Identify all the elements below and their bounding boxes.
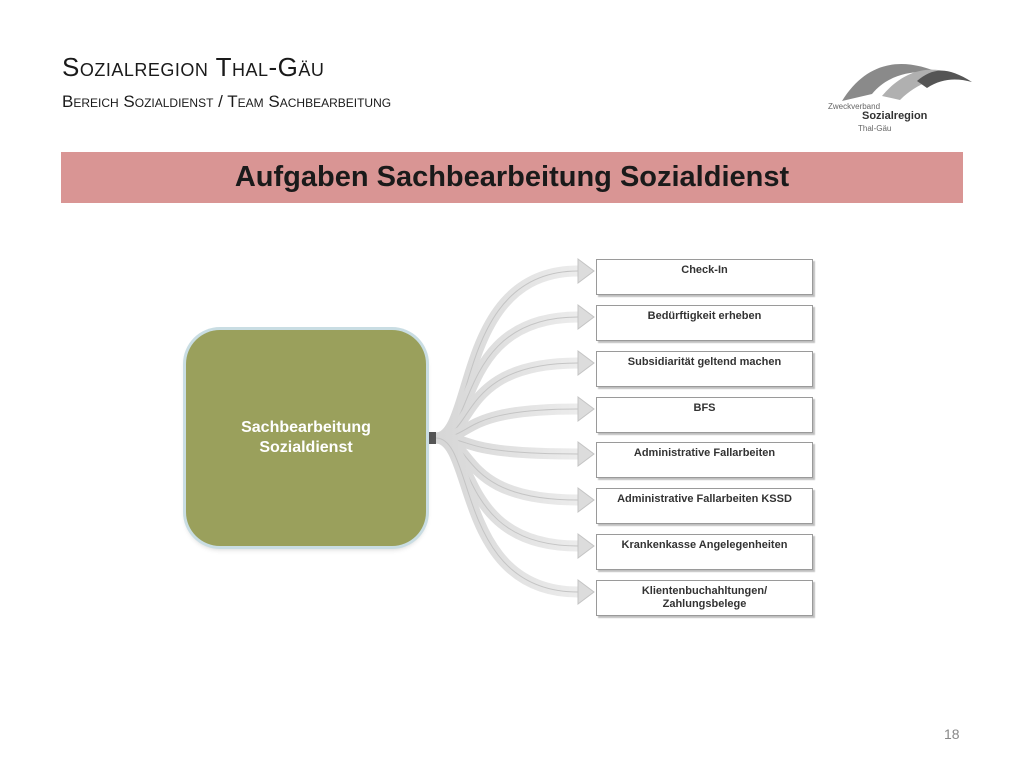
task-label: BFS [693,402,716,414]
arrowhead [577,350,595,376]
logo-line-1: Zweckverband [828,102,881,111]
page-number: 18 [944,726,960,742]
task-box: Krankenkasse Angelegenheiten [596,534,813,570]
task-box: Administrative Fallarbeiten KSSD [596,488,813,524]
logo-line-3: Thal-Gäu [858,124,892,133]
task-box: Administrative Fallarbeiten [596,442,813,478]
central-node: Sachbearbeitung Sozialdienst [186,330,426,546]
bird-logo-icon [842,64,972,101]
task-label: Administrative Fallarbeiten KSSD [617,493,792,505]
task-label: Check-In [681,264,728,276]
task-box: Klientenbuchahltungen/Zahlungsbelege [596,580,813,616]
central-node-label-1: Sachbearbeitung [241,419,371,436]
page-title: Sozialregion Thal-Gäu [62,52,325,82]
task-label: Administrative Fallarbeiten [633,447,776,459]
arrowhead [577,533,595,559]
arrowhead [577,396,595,422]
arrowhead [577,304,595,330]
arrowhead [577,258,595,284]
task-label: Subsidiarität geltend machen [627,356,782,368]
task-label: Krankenkasse Angelegenheiten [621,539,788,551]
banner-title: Aufgaben Sachbearbeitung Sozialdienst [234,161,790,193]
section-banner: Aufgaben Sachbearbeitung Sozialdienst [61,152,963,203]
arrowhead [577,441,595,467]
connector-arrow-edge [435,437,579,593]
task-box: Check-In [596,259,813,295]
task-box: BFS [596,397,813,433]
task-label: Bedürftigkeit erheben [647,310,762,322]
task-box: Bedürftigkeit erheben [596,305,813,341]
arrowhead [577,579,595,605]
arrowhead [577,487,595,513]
page-subtitle: Bereich Sozialdienst / Team Sachbearbeit… [62,92,392,111]
central-node-label-2: Sozialdienst [259,439,353,456]
task-label-line-2: Zahlungsbelege [662,598,747,610]
task-label: Klientenbuchahltungen/ [641,585,768,597]
task-box: Subsidiarität geltend machen [596,351,813,387]
logo-line-2: Sozialregion [862,110,928,122]
connector-node [424,432,436,444]
